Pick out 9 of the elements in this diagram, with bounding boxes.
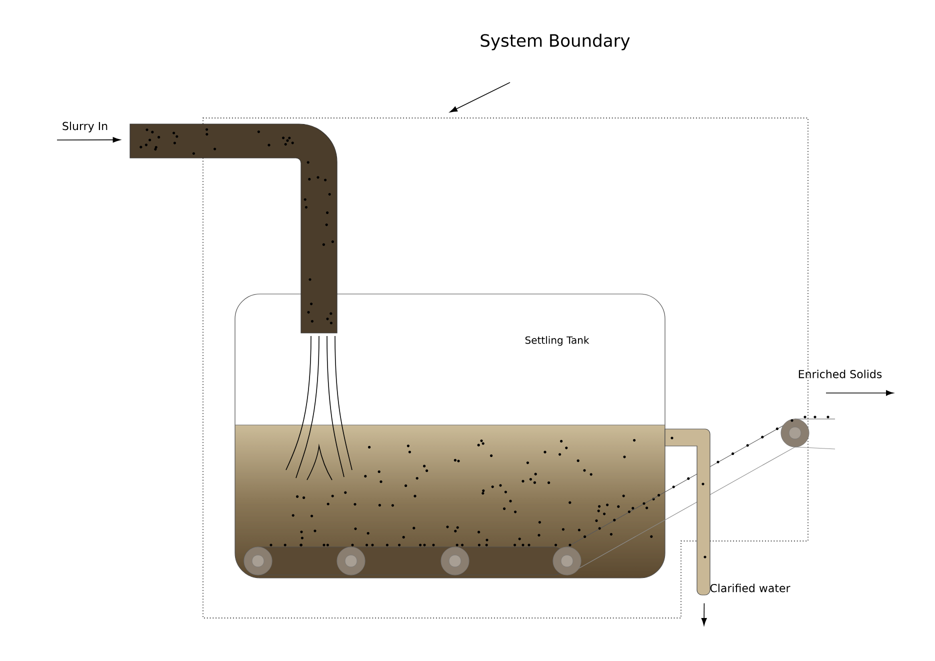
title-text: System Boundary [480, 34, 630, 50]
arrow [450, 82, 510, 112]
pipe-drawing [130, 124, 338, 334]
settling-tank: Settling Tank [234, 294, 666, 578]
arrow [701, 602, 707, 626]
flow-label: Enriched Solids [798, 370, 882, 378]
arrow [56, 137, 120, 143]
edge-label: Slurry In [62, 122, 108, 132]
edge-label: Clarified water [710, 584, 790, 592]
